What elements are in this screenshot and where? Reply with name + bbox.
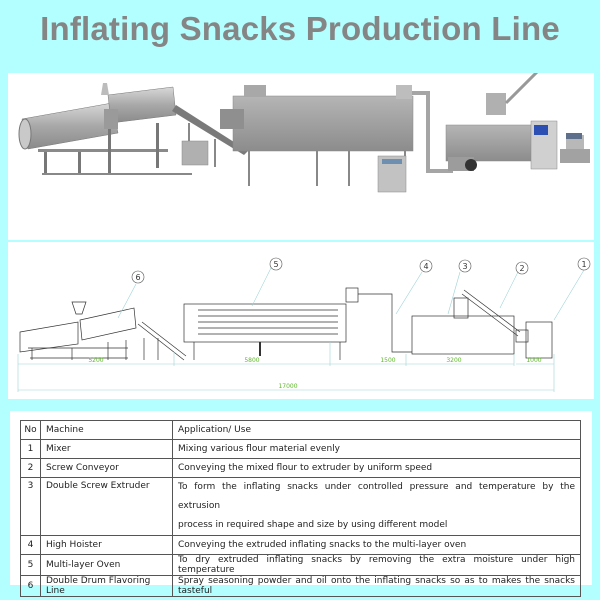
row-use: To form the inflating snacks under contr… [172,477,581,536]
production-line-diagram: 6 5 4 3 2 1 5200 5800 [8,242,594,399]
row-use: Conveying the extruded inflating snacks … [172,535,581,555]
row-no: 1 [20,439,41,459]
multi-layer-oven [220,85,414,186]
callout-circle [577,257,591,271]
machine-table-panel: No Machine Application/ Use 1 Mixer Mixi… [10,411,592,597]
control-cabinet [377,155,407,193]
row-use: Conveying the mixed flour to extruder by… [172,458,581,478]
layout-drawing: 6 5 4 3 2 1 5200 5800 [17,257,591,392]
table-header-row: No Machine Application/ Use [20,420,581,440]
row-machine: Screw Conveyor [40,458,173,478]
row-use: Spray seasoning powder and oil onto the … [172,575,581,597]
callout-circle [269,257,283,271]
row-no: 5 [20,554,41,576]
callout-circle [458,259,472,273]
table-row: 1 Mixer Mixing various flour material ev… [20,439,581,459]
production-line-illustration [18,73,590,193]
dimension-5200: 5200 [88,357,103,364]
callout-4: 4 [423,262,428,271]
table-row: 6 Double Drum Flavoring Line Spray seaso… [20,575,581,597]
double-screw-extruder [445,73,539,171]
header-no: No [20,420,41,440]
callout-1: 1 [581,260,586,269]
header-machine: Machine [40,420,173,440]
row-use: Mixing various flour material evenly [172,439,581,459]
row-machine: Double Screw Extruder [40,477,173,536]
row-machine: Mixer [40,439,173,459]
table-row: 3 Double Screw Extruder To form the infl… [20,477,581,536]
row-use-line: process in required shape and size by us… [178,520,448,530]
high-hoister [412,91,453,173]
flavoring-conveyor [172,105,248,167]
callout-6: 6 [135,273,140,282]
dimension-total-17000: 17000 [278,383,297,390]
diagram-mixer [515,321,553,359]
row-use-line: To form the inflating snacks under contr… [178,482,575,511]
row-no: 6 [20,575,41,597]
row-machine: Double Drum Flavoring Line [40,575,173,597]
row-no: 4 [20,535,41,555]
page-title: Inflating Snacks Production Line [40,10,560,47]
callout-circle [515,261,529,275]
dimension-1000: 1000 [526,357,541,364]
diagram-multi-layer-oven [183,287,359,360]
callout-3: 3 [462,262,467,271]
table-row: 4 High Hoister Conveying the extruded in… [20,535,581,555]
row-machine: Multi-layer Oven [40,554,173,576]
dimension-lines [17,342,555,392]
production-line-photo [8,73,594,240]
callouts: 6 5 4 3 2 1 [131,257,591,284]
callout-2: 2 [519,264,524,273]
callout-circle [419,259,433,273]
dimension-3200: 3200 [446,357,461,364]
row-no: 3 [20,477,41,536]
extruder-control-panel [530,120,558,170]
diagram-double-screw-extruder [411,289,521,355]
mixer [560,133,590,163]
row-no: 2 [20,458,41,478]
dimension-1500: 1500 [380,357,395,364]
table-row: 2 Screw Conveyor Conveying the mixed flo… [20,458,581,478]
machine-table: No Machine Application/ Use 1 Mixer Mixi… [20,420,581,597]
callout-5: 5 [273,260,278,269]
double-drum-flavoring-machine [18,83,192,175]
callout-circle [131,270,145,284]
diagram-high-hoister [358,293,412,353]
row-machine: High Hoister [40,535,173,555]
diagram-flavoring-line [19,301,187,361]
row-use: To dry extruded inflating snacks by remo… [172,554,581,576]
header-use: Application/ Use [172,420,581,440]
table-row: 5 Multi-layer Oven To dry extruded infla… [20,554,581,576]
dimension-5800: 5800 [244,357,259,364]
